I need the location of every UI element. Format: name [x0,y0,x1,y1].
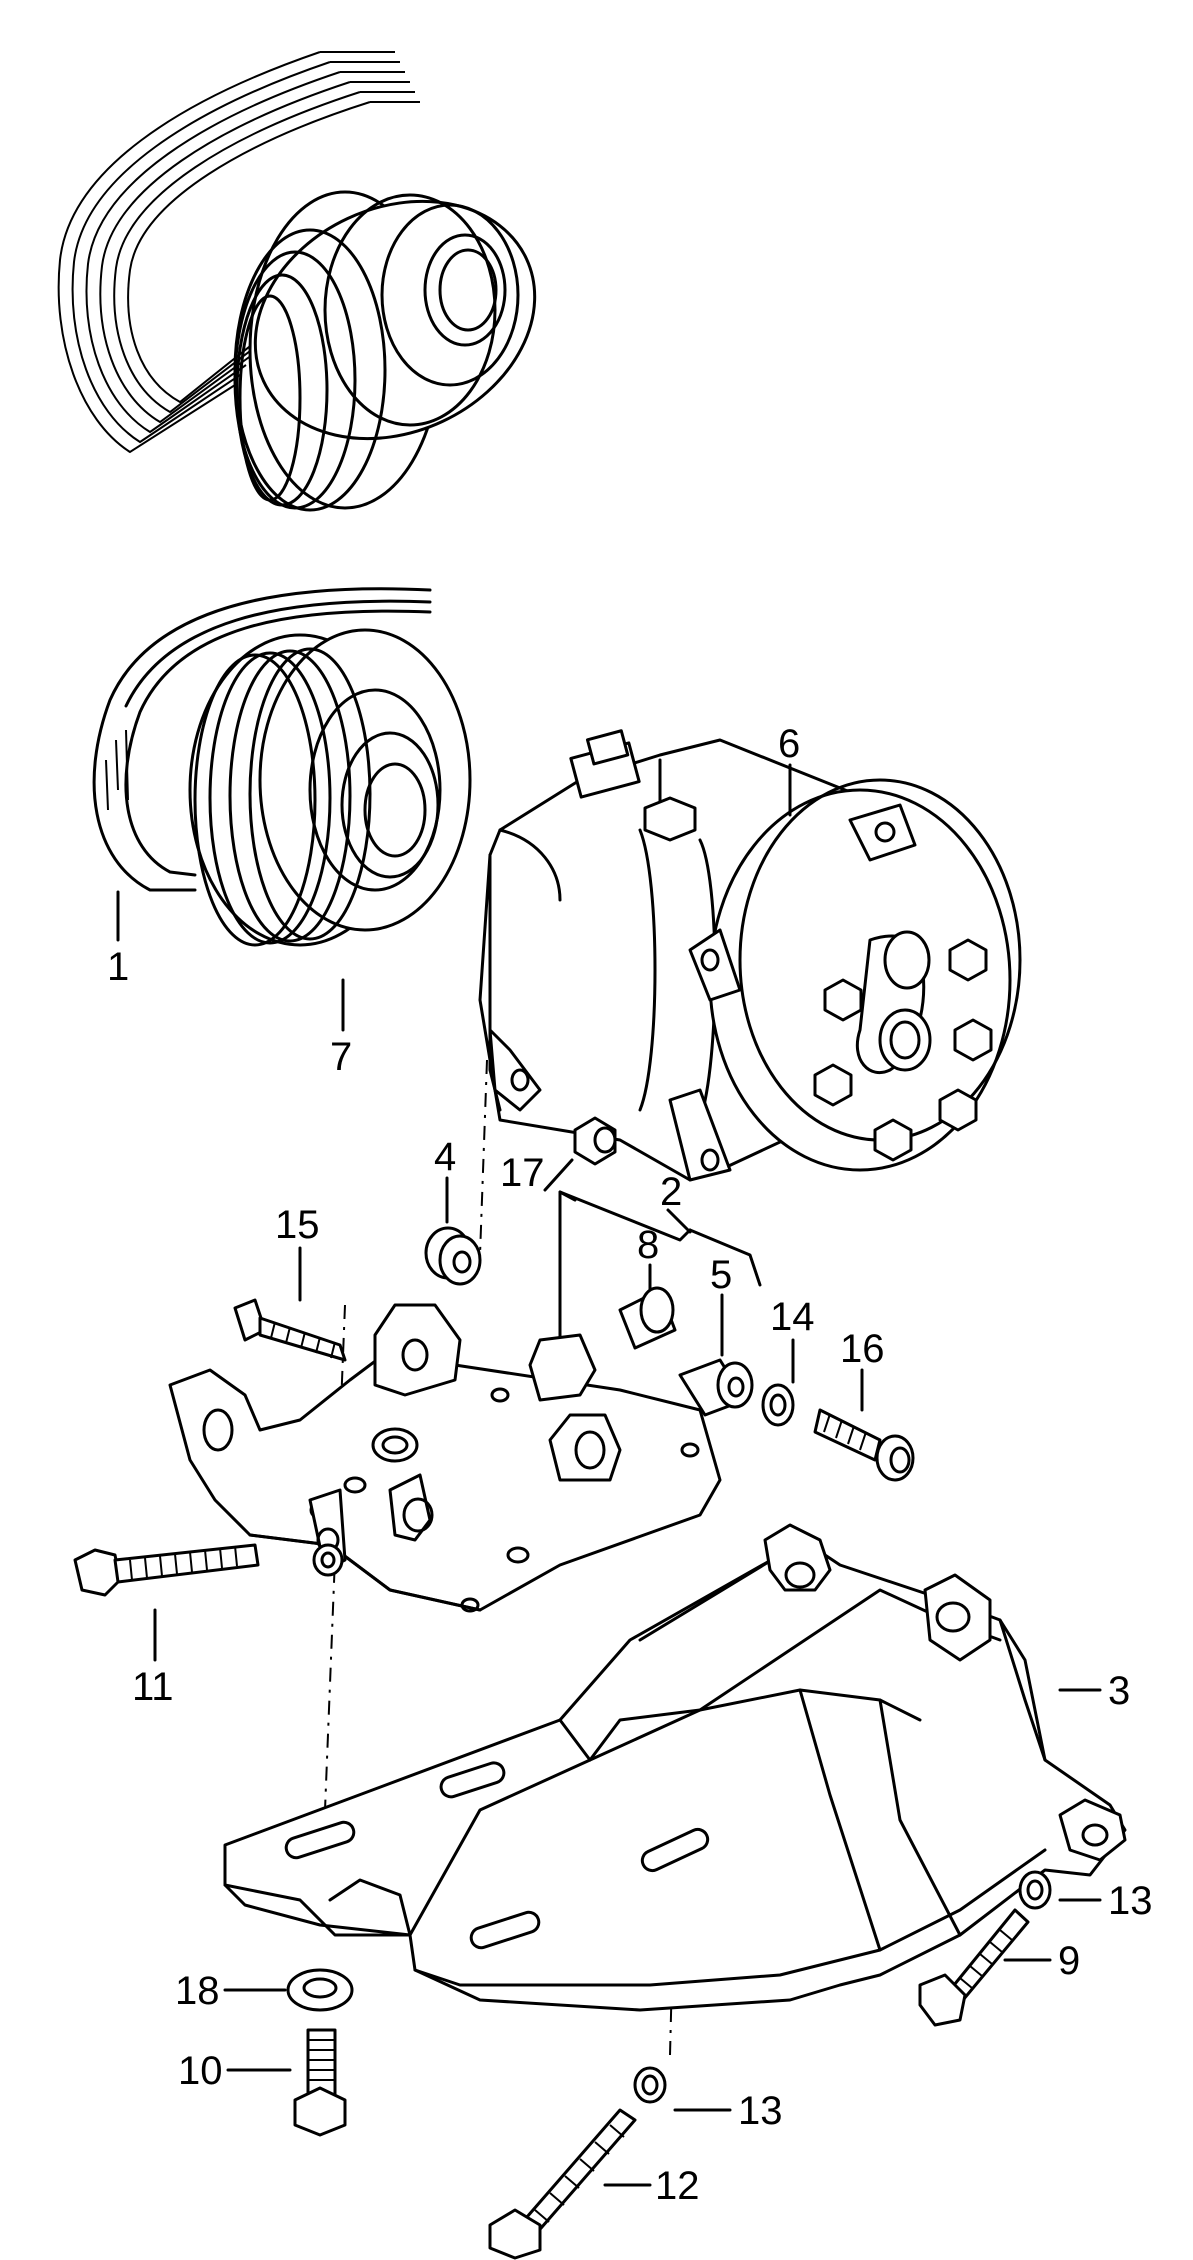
callout-3: 3 [1108,1669,1130,1713]
callout-2: 2 [660,1170,682,1214]
pulley-top [233,190,537,512]
washer-13b [633,2066,667,2104]
callout-11: 11 [132,1665,174,1709]
bolt-10 [293,2028,347,2137]
callout-13b: 13 [738,2089,783,2133]
callout-15: 15 [275,1203,320,1247]
callout-18: 18 [175,1969,220,2013]
bushing-4 [424,1226,482,1286]
bolt-12 [488,2108,637,2260]
callout-9: 9 [1058,1939,1080,1983]
callout-7: 7 [330,1035,352,1079]
bushing-5 [678,1358,754,1417]
compressor-connector [569,729,641,799]
v-belt-dotted [92,587,432,892]
callout-10: 10 [178,2049,223,2093]
pulley-second [188,628,472,947]
nut-17 [573,1116,617,1166]
bolt-16 [813,1408,915,1482]
belt-pulley-top [57,51,537,512]
bushing-8 [618,1286,677,1350]
base-bracket [223,1523,1127,2012]
washer-18 [286,1968,354,2012]
belt-pulley-second [92,587,472,947]
callout-5: 5 [710,1253,732,1297]
callout-14: 14 [770,1295,815,1339]
callout-8: 8 [637,1223,659,1267]
bolt-11 [73,1543,344,1597]
group-bracket-2 [558,1190,762,1382]
callout-4: 4 [434,1135,456,1179]
callout-13a: 13 [1108,1879,1153,1923]
compressor-bolt-heads [813,938,993,1162]
callout-1: 1 [107,945,129,989]
washer-13a [1018,1870,1052,1910]
leader-lines [116,763,1102,2187]
ac-compressor [478,729,1022,1182]
callout-6: 6 [778,722,800,766]
bolt-15 [233,1298,347,1362]
washer-14 [761,1383,795,1427]
callout-labels: 1 2 3 4 5 6 7 8 9 10 11 12 13 13 14 15 1… [107,722,1153,2208]
bolt-9 [918,1908,1030,2027]
callout-17: 17 [500,1151,545,1195]
callout-12: 12 [655,2164,700,2208]
ribbed-belt-top [57,51,420,454]
callout-16: 16 [840,1327,885,1371]
